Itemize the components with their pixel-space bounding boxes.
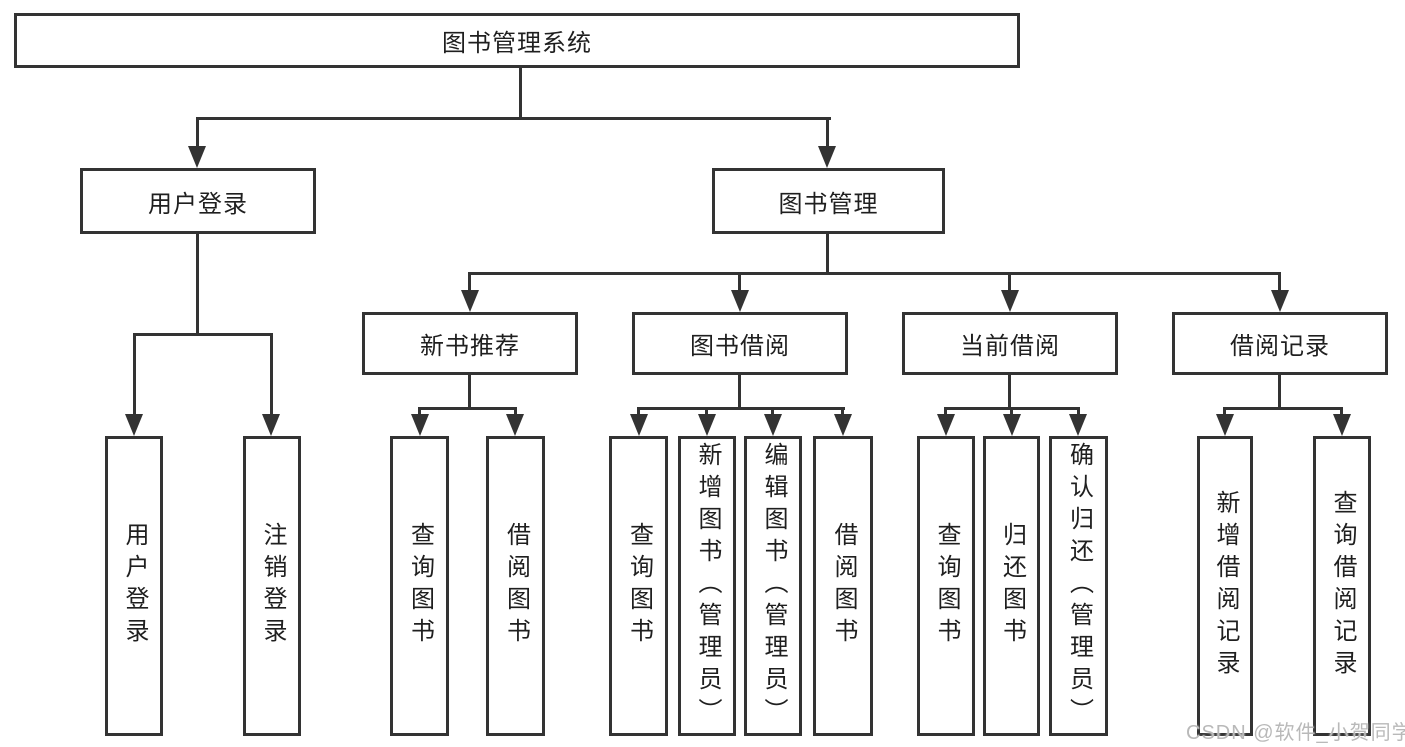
arrow-down-icon xyxy=(411,414,429,436)
connector-line xyxy=(826,117,829,148)
connector-line xyxy=(771,407,774,418)
connector-line xyxy=(468,375,471,410)
connector-line xyxy=(1223,407,1343,410)
connector-line xyxy=(133,333,136,416)
node-label: 借阅图书 xyxy=(830,522,857,650)
node-label: 新书推荐 xyxy=(420,333,520,360)
node-label: 用户登录 xyxy=(148,190,248,218)
node-label: 借阅图书 xyxy=(502,522,530,650)
node-label: 编辑图书（管理员） xyxy=(760,442,787,730)
connector-line xyxy=(705,407,708,418)
node-label: 查询图书 xyxy=(933,522,960,650)
arrow-down-icon xyxy=(764,414,782,436)
arrow-down-icon xyxy=(1003,414,1021,436)
connector-line xyxy=(1008,375,1011,410)
connector-line xyxy=(1010,407,1013,418)
connector-line xyxy=(1340,407,1343,418)
leaf-recommend-borrow-books: 借阅图书 xyxy=(486,436,545,736)
arrow-down-icon xyxy=(1333,414,1351,436)
connector-line xyxy=(196,234,199,336)
arrow-down-icon xyxy=(818,146,836,168)
leaf-logout-login: 注销登录 xyxy=(243,436,301,736)
connector-line xyxy=(1008,272,1011,292)
node-label: 归还图书 xyxy=(998,522,1026,650)
connector-line xyxy=(519,68,522,120)
leaf-current-confirm-return-admin: 确认归还（管理员） xyxy=(1049,436,1108,736)
csdn-watermark: CSDN @软件_小贺同学 xyxy=(1186,722,1405,744)
node-label: 用户登录 xyxy=(121,522,148,650)
leaf-current-query-books: 查询图书 xyxy=(917,436,975,736)
connector-line xyxy=(637,407,640,418)
connector-line xyxy=(944,407,947,418)
connector-line xyxy=(514,407,517,418)
node-borrowing-records: 借阅记录 xyxy=(1172,312,1388,375)
node-label: 确认归还（管理员） xyxy=(1065,442,1093,730)
node-user-login: 用户登录 xyxy=(80,168,316,234)
leaf-borrowing-add-books-admin: 新增图书（管理员） xyxy=(678,436,736,736)
arrow-down-icon xyxy=(262,414,280,436)
connector-line xyxy=(637,407,845,410)
node-label: 注销登录 xyxy=(259,522,286,650)
arrow-down-icon xyxy=(125,414,143,436)
connector-line xyxy=(738,272,741,292)
node-library-management-system: 图书管理系统 xyxy=(14,13,1020,68)
connector-line xyxy=(841,407,844,418)
leaf-user-login: 用户登录 xyxy=(105,436,163,736)
leaf-borrowing-borrow-books: 借阅图书 xyxy=(813,436,873,736)
connector-line xyxy=(418,407,517,410)
arrow-down-icon xyxy=(834,414,852,436)
arrow-down-icon xyxy=(506,414,524,436)
connector-line xyxy=(196,117,199,148)
leaf-borrowing-edit-books-admin: 编辑图书（管理员） xyxy=(744,436,802,736)
arrow-down-icon xyxy=(1216,414,1234,436)
connector-line xyxy=(1077,407,1080,418)
node-book-management: 图书管理 xyxy=(712,168,945,234)
node-book-borrowing: 图书借阅 xyxy=(632,312,848,375)
node-label: 查询图书 xyxy=(625,522,653,650)
connector-line xyxy=(1223,407,1226,418)
connector-line xyxy=(1278,272,1281,292)
connector-line xyxy=(133,333,273,336)
node-label: 新增借阅记录 xyxy=(1212,490,1239,682)
leaf-records-query-borrow-record: 查询借阅记录 xyxy=(1313,436,1371,736)
connector-line xyxy=(826,234,829,275)
connector-line xyxy=(1278,375,1281,410)
leaf-current-return-books: 归还图书 xyxy=(983,436,1040,736)
connector-line xyxy=(738,375,741,410)
connector-line xyxy=(418,407,421,418)
node-label: 当前借阅 xyxy=(960,333,1060,360)
node-label: 图书借阅 xyxy=(690,333,790,360)
arrow-down-icon xyxy=(1001,290,1019,312)
connector-line xyxy=(468,272,471,292)
node-label: 查询借阅记录 xyxy=(1329,490,1356,682)
arrow-down-icon xyxy=(937,414,955,436)
leaf-borrowing-query-books: 查询图书 xyxy=(609,436,668,736)
node-label: 图书管理 xyxy=(778,190,879,218)
arrow-down-icon xyxy=(188,146,206,168)
node-label: 查询图书 xyxy=(406,522,434,650)
arrow-down-icon xyxy=(698,414,716,436)
arrow-down-icon xyxy=(461,290,479,312)
connector-line xyxy=(468,272,1281,275)
node-new-book-recommendation: 新书推荐 xyxy=(362,312,578,375)
leaf-records-add-borrow-record: 新增借阅记录 xyxy=(1197,436,1253,736)
arrow-down-icon xyxy=(630,414,648,436)
node-current-borrowing: 当前借阅 xyxy=(902,312,1118,375)
leaf-recommend-query-books: 查询图书 xyxy=(390,436,449,736)
arrow-down-icon xyxy=(1271,290,1289,312)
node-label: 新增图书（管理员） xyxy=(694,442,721,730)
connector-line xyxy=(196,117,831,120)
connector-line xyxy=(270,333,273,416)
arrow-down-icon xyxy=(1069,414,1087,436)
node-label: 图书管理系统 xyxy=(442,30,592,57)
node-label: 借阅记录 xyxy=(1230,333,1330,360)
arrow-down-icon xyxy=(731,290,749,312)
